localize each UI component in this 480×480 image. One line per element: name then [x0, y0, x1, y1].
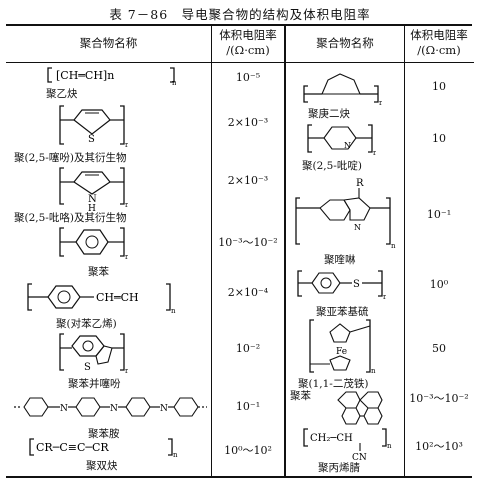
name-ppv: 聚(对苯乙烯) [56, 318, 117, 330]
table-frame [6, 24, 472, 478]
resistivity-polyphenylene: 10⁻³～10⁻² [218, 236, 278, 249]
formula-polyacetylene: [CH═CH]n [56, 69, 114, 82]
header-separator [6, 62, 474, 63]
structure-polypyridine: N n [306, 122, 376, 156]
header-resistivity-right-l2: /(Ω·cm) [417, 43, 461, 57]
name-polypyrrole: 聚(2,5-吡咯)及其衍生物 [14, 212, 127, 224]
name-polydiacetylene: 聚双炔 [86, 460, 118, 472]
structure-polyquinoline: R N n [290, 174, 400, 250]
resistivity-polyacrylonitrile: 10²～10³ [415, 440, 463, 453]
atom-s: S [88, 134, 95, 145]
structure-polyphenylene: n [58, 224, 128, 260]
subscript-n: n [373, 149, 376, 156]
atom-n: N [344, 141, 351, 150]
name-polyheptadiyne: 聚庚二炔 [308, 108, 350, 120]
header-resistivity-right: 体积电阻率 /(Ω·cm) [405, 28, 473, 58]
structure-polydiacetylene: CR─C≡C─CR n [28, 436, 178, 458]
formula-ppv: CH═CH [96, 291, 139, 304]
atom-h: H [88, 204, 96, 212]
structure-polybenzothiophene: S n [58, 330, 128, 374]
atom-s: S [353, 279, 360, 290]
name-polyphenylene: 聚苯 [88, 266, 109, 278]
atom-n: N [160, 404, 168, 414]
subscript-n: n [379, 99, 382, 106]
structure-pps: S n [296, 268, 386, 300]
subscript-n: n [125, 141, 128, 148]
header-resistivity-left-l1: 体积电阻率 [219, 28, 277, 42]
name-polyphenylene-fused: 聚苯 [290, 390, 311, 402]
structure-ppv: CH═CH n [26, 280, 176, 314]
atom-n: N [354, 223, 361, 232]
subscript-n: n [172, 79, 176, 86]
resistivity-polythiophene: 2×10⁻³ [227, 116, 269, 129]
name-polyacrylonitrile: 聚丙烯腈 [318, 462, 360, 474]
subscript-n: n [125, 253, 128, 260]
name-pps: 聚亚苯基硫 [316, 306, 369, 318]
subscript-n: n [391, 242, 396, 250]
resistivity-polyphenylene-fused: 10⁻³～10⁻² [409, 392, 469, 405]
subscript-n: n [125, 201, 128, 209]
structure-polyacetylene: [CH═CH]n n [46, 64, 176, 86]
resistivity-polyaniline: 10⁻¹ [235, 400, 261, 413]
col-divider-1 [211, 24, 212, 476]
atom-n: N [110, 404, 118, 414]
resistivity-polypyrrole: 2×10⁻³ [227, 174, 269, 187]
atom-fe: Fe [336, 347, 347, 357]
name-polypyridine: 聚(2,5-吡啶) [302, 160, 362, 172]
col-divider-mid [284, 24, 286, 476]
formula-polydiacetylene: CR─C≡C─CR [36, 441, 109, 454]
resistivity-polydiacetylene: 10⁰～10² [224, 444, 272, 457]
col-divider-3 [404, 24, 405, 476]
header-resistivity-left: 体积电阻率 /(Ω·cm) [212, 28, 284, 58]
header-name-right: 聚合物名称 [316, 36, 374, 50]
resistivity-polyheptadiyne: 10 [432, 80, 446, 93]
atom-s: S [84, 362, 91, 373]
group-cn: CN [352, 453, 367, 462]
table-caption: 表 7－86 导电聚合物的结构及体积电阻率 [109, 7, 371, 22]
name-polybenzothiophene: 聚苯并噻吩 [68, 378, 121, 390]
name-polythiophene: 聚(2,5-噻吩)及其衍生物 [14, 152, 127, 164]
subscript-n: n [383, 293, 386, 300]
structure-polyheptadiyne: n [302, 66, 382, 106]
atom-r: R [356, 178, 364, 189]
name-polyquinoline: 聚喹啉 [324, 254, 356, 266]
resistivity-polypyridine: 10 [432, 132, 446, 145]
structure-polypyrrole: N H n [58, 164, 128, 212]
header-resistivity-left-l2: /(Ω·cm) [226, 43, 270, 57]
header-resistivity-right-l1: 体积电阻率 [410, 28, 468, 42]
structure-polyferrocene: Fe n [306, 318, 376, 374]
subscript-n: n [171, 307, 176, 314]
formula-polyacrylonitrile: CH₂─CH [310, 433, 353, 444]
name-polyferrocene: 聚(1,1-二茂铁) [298, 378, 369, 390]
atom-n: N [60, 404, 68, 414]
resistivity-ppv: 2×10⁻⁴ [227, 286, 269, 299]
subscript-n: n [173, 451, 178, 458]
resistivity-polyquinoline: 10⁻¹ [426, 208, 452, 221]
header-name-left: 聚合物名称 [79, 36, 138, 50]
structure-polyacrylonitrile: CH₂─CH CN n [302, 426, 392, 462]
structure-polyaniline: N N N [12, 392, 208, 422]
subscript-n: n [371, 367, 376, 374]
resistivity-table: 聚合物名称 体积电阻率 /(Ω·cm) 聚合物名称 体积电阻率 /(Ω·cm) … [6, 24, 474, 478]
structure-polythiophene: S n [58, 102, 128, 148]
resistivity-polyacetylene: 10⁻⁵ [235, 71, 261, 84]
name-polyaniline: 聚苯胺 [88, 428, 120, 440]
name-polyacetylene: 聚乙炔 [46, 88, 78, 100]
subscript-n: n [387, 442, 392, 450]
atom-n: N [88, 194, 97, 205]
resistivity-pps: 10⁰ [429, 278, 449, 291]
subscript-n: n [125, 367, 128, 374]
resistivity-polyferrocene: 50 [432, 342, 446, 355]
resistivity-polybenzothiophene: 10⁻² [235, 342, 261, 355]
structure-polyphenylene-fused [326, 386, 396, 434]
